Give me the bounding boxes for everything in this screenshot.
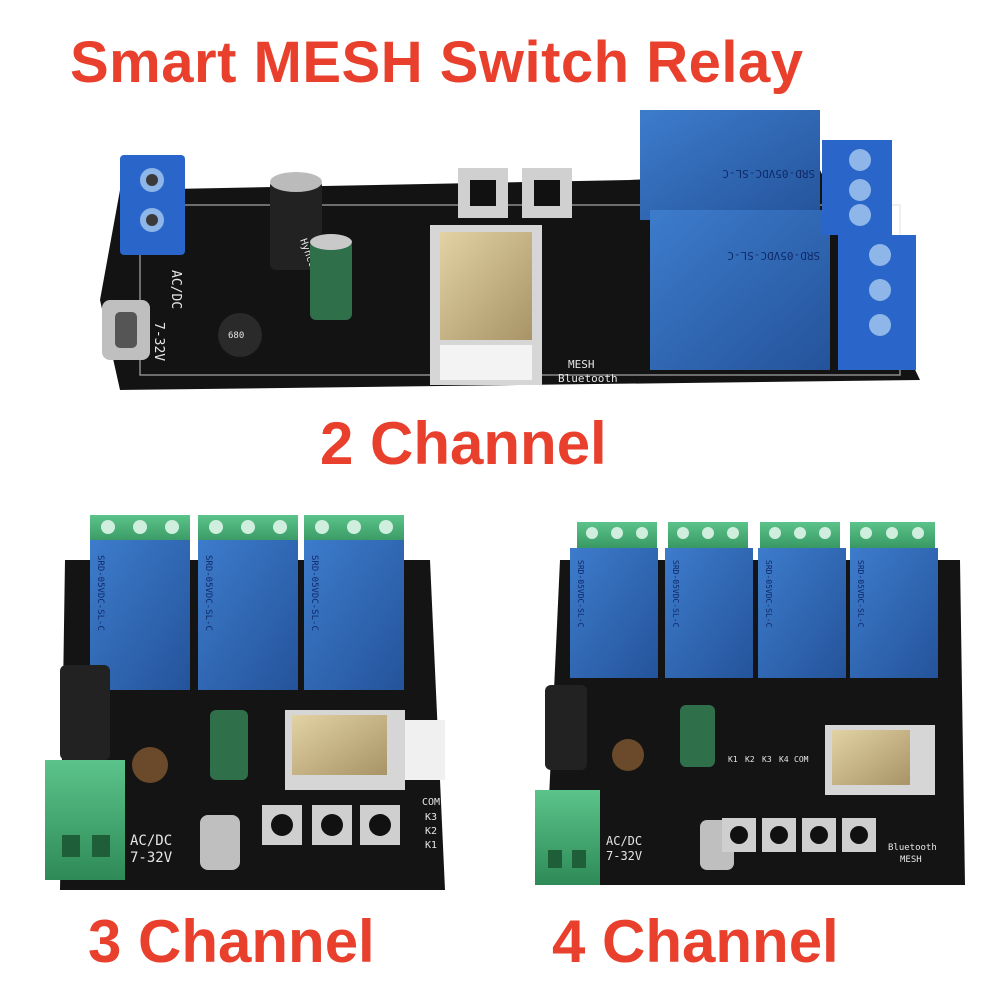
inductor: [218, 313, 262, 357]
capacitor-green-4ch: [680, 705, 715, 767]
silk-acdc: AC/DC: [168, 270, 183, 309]
power-terminal-3ch: [45, 760, 125, 880]
svg-text:7-32V: 7-32V: [130, 850, 173, 866]
silk-mesh: MESH: [568, 358, 595, 371]
silk-voltage: 7-32V: [151, 322, 166, 361]
svg-text:SRD-05VDC-SL-C: SRD-05VDC-SL-C: [576, 560, 585, 628]
svg-text:COM: COM: [422, 797, 440, 808]
capacitor-4ch: [545, 685, 587, 770]
capacitor-3ch: [60, 665, 110, 760]
svg-text:680: 680: [228, 331, 244, 341]
label-2-channel: 2 Channel: [320, 410, 607, 477]
label-3-channel: 3 Channel: [88, 908, 375, 975]
svg-text:K1: K1: [728, 755, 738, 764]
svg-text:K4: K4: [779, 755, 789, 764]
silk-bluetooth: Bluetooth: [558, 372, 618, 385]
svg-text:K3: K3: [425, 812, 437, 823]
relay-2: SRD-05VDC-SL-C: [650, 210, 830, 370]
svg-text:AC/DC: AC/DC: [130, 833, 172, 849]
label-4-channel: 4 Channel: [552, 908, 839, 975]
relay-4ch-3: [758, 548, 846, 678]
svg-text:SRD-05VDC-SL-C: SRD-05VDC-SL-C: [722, 167, 815, 180]
svg-text:K3: K3: [762, 755, 772, 764]
push-button-k1: [522, 168, 572, 218]
svg-text:K1: K1: [425, 840, 437, 851]
relay-ch1: [90, 540, 190, 690]
inductor-3ch: [132, 747, 168, 783]
inductor-4ch: [612, 739, 644, 771]
power-terminal-4ch: [535, 790, 600, 885]
relay-1: SRD-05VDC-SL-C: [640, 110, 820, 220]
svg-text:Bluetooth: Bluetooth: [888, 843, 937, 853]
svg-text:K2: K2: [425, 826, 437, 837]
svg-text:MESH: MESH: [900, 855, 922, 865]
push-button-k2: [458, 168, 508, 218]
mesh-module: [430, 225, 542, 385]
svg-text:K2: K2: [745, 755, 755, 764]
relay-4ch-1: [570, 548, 658, 678]
board-2-channel: Hyncode 680 SRD-05VDC-SL-C: [100, 110, 920, 390]
main-title: Smart MESH Switch Relay: [70, 30, 804, 95]
terminal-block-output: [822, 140, 916, 370]
svg-text:SRD-05VDC-SL-C: SRD-05VDC-SL-C: [95, 555, 105, 631]
board-3-channel: SRD-05VDC-SL-C SRD-05VDC-SL-C SRD-05VDC-…: [45, 515, 445, 890]
relay-ch2: [198, 540, 298, 690]
svg-text:SRD-05VDC-SL-C: SRD-05VDC-SL-C: [856, 560, 865, 628]
usb-c-port-3ch: [200, 815, 240, 870]
terminal-block-input: [120, 155, 185, 255]
capacitor-green-3ch: [210, 710, 248, 780]
capacitor-green: [310, 234, 352, 320]
svg-text:SRD-05VDC-SL-C: SRD-05VDC-SL-C: [671, 560, 680, 628]
svg-text:AC/DC: AC/DC: [606, 834, 642, 848]
svg-text:COM: COM: [794, 755, 809, 764]
svg-text:SRD-05VDC-SL-C: SRD-05VDC-SL-C: [764, 560, 773, 628]
svg-text:7-32V: 7-32V: [606, 849, 642, 863]
svg-text:SRD-05VDC-SL-C: SRD-05VDC-SL-C: [309, 555, 319, 631]
board-4-channel: SRD-05VDC-SL-C SRD-05VDC-SL-C SRD-05VDC-…: [535, 522, 965, 885]
relay-4ch-4: [850, 548, 938, 678]
svg-text:SRD-05VDC-SL-C: SRD-05VDC-SL-C: [203, 555, 213, 631]
relay-ch3: [304, 540, 404, 690]
relay-4ch-2: [665, 548, 753, 678]
svg-text:SRD-05VDC-SL-C: SRD-05VDC-SL-C: [727, 249, 820, 262]
